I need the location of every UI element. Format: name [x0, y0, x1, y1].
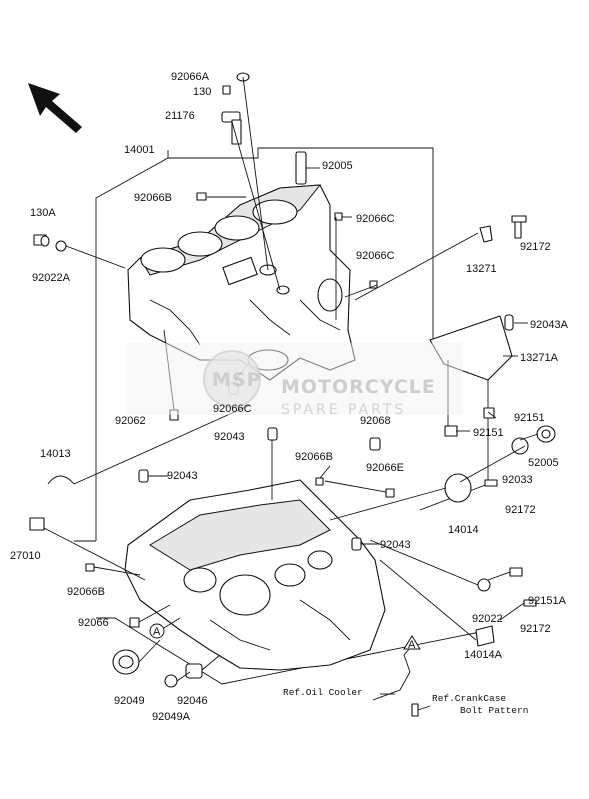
watermark: MSP MOTORCYCLE SPARE PARTS — [127, 343, 463, 418]
ref-bolt-pattern: Bolt Pattern — [460, 705, 528, 716]
svg-text:MSP: MSP — [212, 369, 262, 391]
label-92066: 92066 — [78, 617, 109, 629]
label-92151-b: 92151 — [473, 427, 504, 439]
label-92033: 92033 — [502, 474, 533, 486]
label-14001: 14001 — [124, 144, 155, 156]
part-labels: 92066A 130 21176 14001 92005 92066B 9206… — [10, 71, 569, 723]
front-direction-arrow-icon — [28, 83, 82, 133]
svg-text:A: A — [408, 639, 416, 651]
label-92066B-low: 92066B — [67, 586, 105, 598]
label-92022A: 92022A — [32, 272, 71, 284]
label-52005: 52005 — [528, 457, 559, 469]
label-92172-low: 92172 — [520, 623, 551, 635]
label-14013: 14013 — [40, 448, 71, 460]
label-21176: 21176 — [165, 110, 195, 122]
leader-lines — [43, 76, 539, 711]
label-92066C-low: 92066C — [213, 403, 252, 415]
label-92066E: 92066E — [366, 462, 404, 474]
svg-text:A: A — [153, 626, 161, 638]
label-27010: 27010 — [10, 550, 41, 562]
label-130A: 130A — [30, 207, 56, 219]
label-92043-b: 92043 — [167, 470, 198, 482]
label-92172-mid: 92172 — [505, 504, 536, 516]
label-92068: 92068 — [360, 415, 391, 427]
label-92022: 92022 — [472, 613, 503, 625]
label-13271: 13271 — [466, 263, 497, 275]
label-92066A: 92066A — [171, 71, 210, 83]
callout-a-marker-ref: A — [403, 635, 421, 651]
label-92049: 92049 — [114, 695, 145, 707]
label-92066B-top: 92066B — [134, 192, 172, 204]
label-92046: 92046 — [177, 695, 208, 707]
label-13271A: 13271A — [520, 352, 559, 364]
ref-crankcase: Ref.CrankCase — [432, 693, 506, 704]
label-92062: 92062 — [115, 415, 146, 427]
label-92151-a: 92151 — [514, 412, 545, 424]
callout-a-marker: A — [149, 617, 181, 639]
label-92151A: 92151A — [528, 595, 567, 607]
label-92172-top: 92172 — [520, 241, 551, 253]
label-92049A: 92049A — [152, 711, 191, 723]
small-parts — [29, 72, 556, 717]
label-92066B-mid: 92066B — [295, 451, 333, 463]
reference-notes: Ref.Oil Cooler Ref.CrankCase Bolt Patter… — [283, 687, 528, 716]
label-92043-a: 92043 — [214, 431, 245, 443]
label-14014A: 14014A — [464, 649, 503, 661]
label-92043A: 92043A — [530, 319, 569, 331]
ref-oil-cooler: Ref.Oil Cooler — [283, 687, 363, 698]
svg-text:SPARE PARTS: SPARE PARTS — [281, 402, 406, 418]
label-92005: 92005 — [322, 160, 353, 172]
label-14014: 14014 — [448, 524, 479, 536]
lower-crankcase — [124, 479, 386, 671]
label-92043-c: 92043 — [380, 539, 411, 551]
label-92066C-mid: 92066C — [356, 250, 395, 262]
svg-text:MOTORCYCLE: MOTORCYCLE — [281, 376, 436, 398]
label-130: 130 — [193, 86, 211, 98]
label-92066C-top: 92066C — [356, 213, 395, 225]
